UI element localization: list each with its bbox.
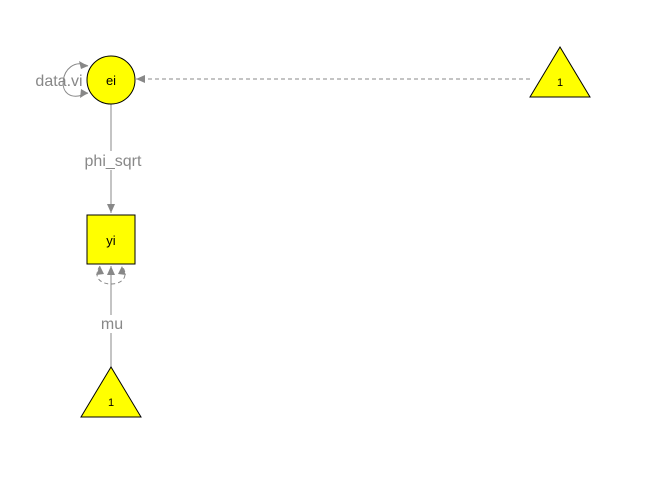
edge-ei-self-loop-arrow-bottom <box>80 89 88 98</box>
edge-yi-self-loop-arrow-right <box>118 266 126 275</box>
latent-node-ei <box>86 55 136 105</box>
edge-label-phi-sqrt: phi_sqrt <box>85 153 142 170</box>
node-label-yi: yi <box>106 233 116 248</box>
edge-label-bg-phi <box>79 151 147 170</box>
constant-node-right <box>529 46 591 98</box>
edge-label-mu: mu <box>101 316 123 333</box>
observed-node-yi <box>86 214 136 265</box>
edge-label-bg-mu <box>97 315 127 333</box>
edge-yi-self-loop-arrow-left <box>96 266 104 275</box>
node-label-constant-right: 1 <box>557 77 563 89</box>
edge-ei-self-loop <box>62 63 89 97</box>
edge-label-data-vi: data.vi <box>35 73 82 90</box>
node-label-ei: ei <box>106 73 116 88</box>
constant-node-bottom <box>80 366 142 418</box>
edge-ei-self-loop-arrow-top <box>79 61 88 69</box>
node-label-constant-bottom: 1 <box>108 397 114 409</box>
